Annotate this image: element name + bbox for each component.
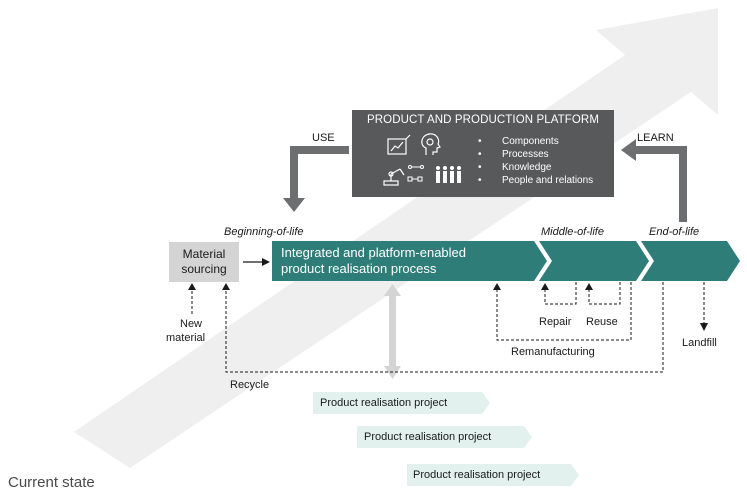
use-label: USE — [312, 132, 335, 144]
end-of-life-chevron — [641, 241, 740, 281]
platform-item: Components — [478, 135, 593, 148]
learn-label: LEARN — [637, 132, 674, 144]
network-icon — [407, 165, 424, 182]
process-label: Integrated and platform-enabled product … — [281, 245, 466, 277]
project-chevron-2 — [357, 426, 532, 448]
platform-item: Knowledge — [478, 161, 593, 174]
project-label-1: Product realisation project — [320, 397, 448, 409]
people-icon — [436, 166, 461, 183]
process-label-line2: product realisation process — [281, 261, 437, 276]
robot-arm-icon — [383, 168, 405, 186]
project-label-2: Product realisation project — [364, 431, 492, 443]
end-of-life-label: End-of-life — [649, 226, 700, 238]
middle-of-life-label: Middle-of-life — [541, 226, 604, 238]
material-sourcing-box: Material sourcing — [169, 242, 239, 282]
platform-title: PRODUCT AND PRODUCTION PLATFORM — [366, 114, 600, 126]
material-sourcing-label: Material sourcing — [181, 247, 227, 276]
reuse-label: Reuse — [586, 316, 618, 328]
platform-item: People and relations — [478, 174, 593, 187]
platform-item: Processes — [478, 148, 593, 161]
recycle-label: Recycle — [230, 379, 270, 391]
new-material-label-line2: material — [166, 332, 206, 344]
remanufacturing-label: Remanufacturing — [511, 346, 595, 358]
middle-of-life-chevron — [539, 241, 649, 281]
sourcing-arrowhead — [262, 258, 270, 266]
learn-arrowhead — [621, 139, 636, 161]
project-chevron-3 — [407, 464, 579, 486]
loop-arrowheads — [188, 283, 708, 331]
current-state-label: Current state — [8, 474, 95, 491]
project-label-3: Product realisation project — [413, 469, 541, 481]
use-arrowhead — [283, 198, 305, 212]
repair-label: Repair — [539, 316, 572, 328]
platform-item-list: Components Processes Knowledge People an… — [478, 135, 593, 187]
learn-arrow — [634, 146, 687, 222]
use-arrow — [290, 146, 349, 200]
process-chevron — [272, 241, 547, 281]
process-label-line1: Integrated and platform-enabled — [281, 245, 467, 260]
chart-icon — [387, 134, 411, 155]
landfill-label: Landfill — [682, 337, 717, 349]
project-chevron-1 — [313, 392, 490, 414]
beginning-of-life-label: Beginning-of-life — [224, 226, 304, 238]
platform-icons — [383, 133, 461, 186]
platform-box: PRODUCT AND PRODUCTION PLATFORM — [352, 110, 614, 197]
head-icon — [421, 133, 441, 155]
new-material-label-line1: New — [180, 318, 203, 330]
process-to-project-connector — [389, 294, 396, 368]
dashed-loops — [191, 282, 705, 373]
connector-arrowhead-top — [384, 284, 401, 296]
